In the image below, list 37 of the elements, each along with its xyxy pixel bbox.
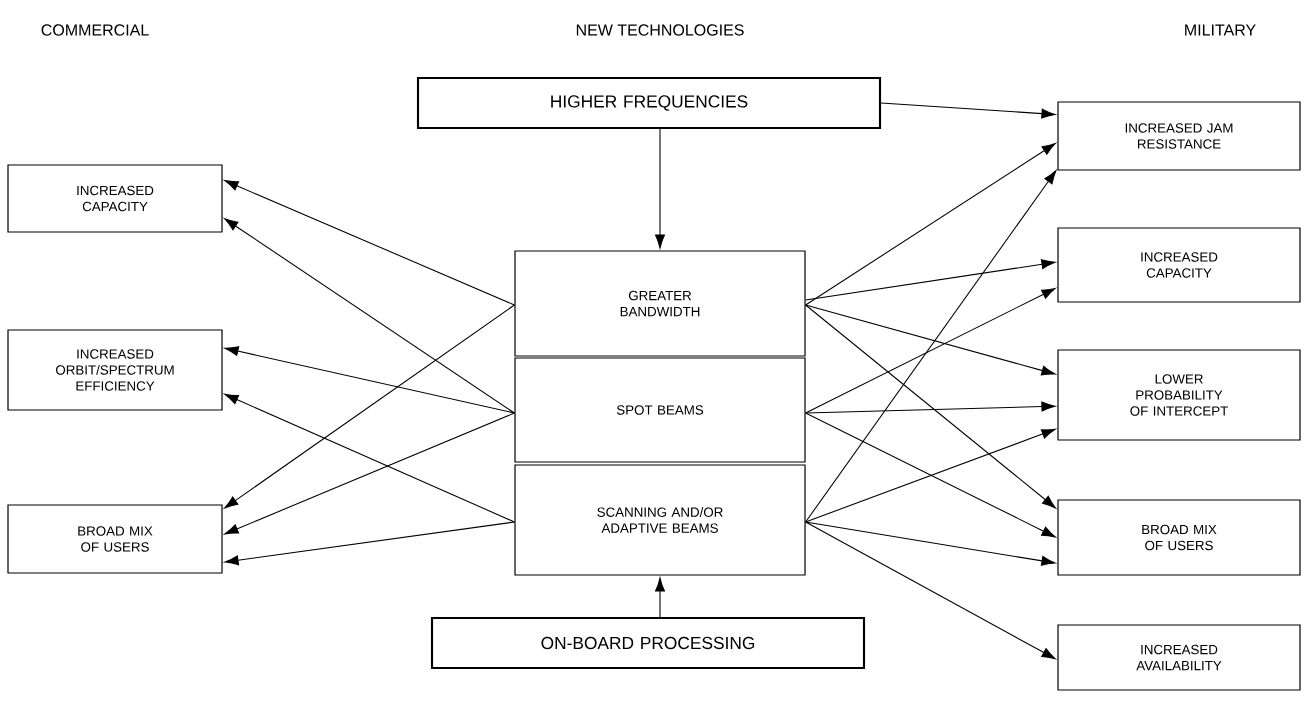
box: INCREASED ORBIT/SPECTRUM EFFICIENCY <box>7 329 223 411</box>
arrow <box>224 304 515 509</box>
arrow <box>805 259 1056 301</box>
arrow <box>224 412 515 535</box>
column-heading: COMMERCIAL <box>41 24 149 36</box>
arrow <box>805 521 1056 566</box>
box: INCREASED CAPACITY <box>7 164 223 233</box>
column-heading: MILITARY <box>1185 24 1256 36</box>
box: HIGHER FREQUENCIES <box>416 76 882 130</box>
box: INCREASED AVAILABILITY <box>1057 624 1301 691</box>
arrow <box>224 180 515 306</box>
arrow <box>805 412 1056 538</box>
arrow <box>805 170 1057 523</box>
arrow <box>655 577 665 618</box>
box: GREATER BANDWIDTH <box>514 250 806 357</box>
column-heading: NEW TECHNOLOGIES <box>576 24 744 36</box>
arrow <box>805 428 1056 523</box>
arrow <box>805 401 1056 414</box>
arrow <box>224 393 515 523</box>
arrow <box>224 218 515 414</box>
arrow <box>880 102 1056 119</box>
box: INCREASED JAM RESISTANCE <box>1057 101 1301 171</box>
arrow <box>805 287 1056 414</box>
box: BROAD MIX OF USERS <box>7 504 223 574</box>
box: BROAD MIX OF USERS <box>1057 499 1301 576</box>
box: LOWER PROBABILITY OF INTERCEPT <box>1057 349 1301 441</box>
box: ON-BOARD PROCESSING <box>430 616 866 670</box>
box: SCANNING AND/OR ADAPTIVE BEAMS <box>514 464 806 576</box>
arrow <box>805 521 1056 660</box>
arrow <box>224 521 515 566</box>
box: SPOT BEAMS <box>514 357 806 463</box>
arrow <box>805 304 1057 509</box>
arrow <box>805 304 1056 376</box>
arrow <box>805 142 1056 306</box>
arrow <box>224 346 515 414</box>
arrow <box>655 128 665 249</box>
box: INCREASED CAPACITY <box>1057 227 1301 303</box>
